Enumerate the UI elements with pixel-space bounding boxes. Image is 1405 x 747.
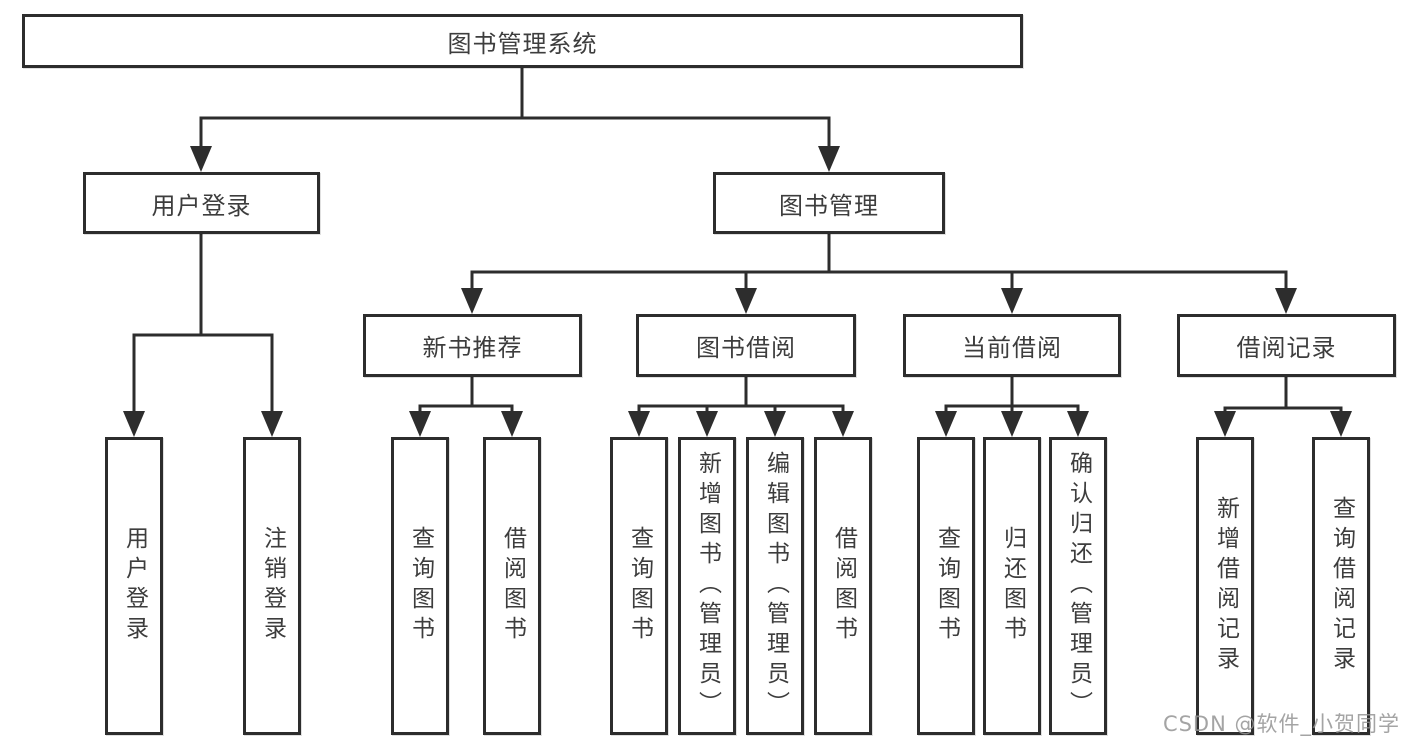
leaf-confirm-return-admin: 确认归还（管理员） — [1049, 437, 1107, 735]
node-label: 图书借阅 — [696, 334, 796, 362]
leaf-query-books: 查询图书 — [917, 437, 975, 735]
leaf-add-borrow-record: 新增借阅记录 — [1196, 437, 1254, 735]
leaf-logout: 注销登录 — [243, 437, 301, 735]
node-label: 归还图书 — [999, 526, 1026, 646]
node-label: 查询借阅记录 — [1328, 496, 1355, 676]
node-label: 新增借阅记录 — [1212, 496, 1239, 676]
leaf-borrow-books: 借阅图书 — [483, 437, 541, 735]
node-label: 图书管理系统 — [447, 29, 598, 58]
leaf-query-books: 查询图书 — [610, 437, 668, 735]
leaf-query-borrow-record: 查询借阅记录 — [1312, 437, 1370, 735]
node-current-borrow: 当前借阅 — [903, 314, 1121, 377]
leaf-borrow-books: 借阅图书 — [814, 437, 872, 735]
watermark: CSDN @软件_小贺同学 — [1162, 712, 1400, 736]
node-label: 注销登录 — [259, 526, 286, 646]
leaf-edit-book-admin: 编辑图书（管理员） — [746, 437, 804, 735]
node-user-login: 用户登录 — [83, 172, 320, 234]
node-label: 借阅图书 — [830, 526, 857, 646]
node-borrow-records: 借阅记录 — [1177, 314, 1396, 377]
node-label: 新增图书（管理员） — [694, 451, 721, 721]
node-new-book-recommend: 新书推荐 — [363, 314, 582, 377]
node-label: 当前借阅 — [962, 334, 1062, 362]
node-label: 查询图书 — [407, 526, 434, 646]
leaf-return-books: 归还图书 — [983, 437, 1041, 735]
node-label: 用户登录 — [121, 526, 148, 646]
arrowhead-icons — [123, 146, 1352, 437]
leaf-user-login: 用户登录 — [105, 437, 163, 735]
node-library-management-system: 图书管理系统 — [22, 14, 1023, 68]
node-book-borrow: 图书借阅 — [636, 314, 856, 377]
leaf-add-book-admin: 新增图书（管理员） — [678, 437, 736, 735]
node-label: 查询图书 — [933, 526, 960, 646]
node-label: 查询图书 — [626, 526, 653, 646]
leaf-query-books: 查询图书 — [391, 437, 449, 735]
node-label: 图书管理 — [779, 191, 879, 220]
node-label: 用户登录 — [151, 191, 252, 220]
node-label: 新书推荐 — [422, 334, 523, 362]
node-label: 编辑图书（管理员） — [762, 451, 789, 721]
node-label: 确认归还（管理员） — [1065, 451, 1092, 721]
node-label: 借阅记录 — [1236, 334, 1337, 362]
node-label: 借阅图书 — [499, 526, 526, 646]
node-book-management: 图书管理 — [713, 172, 945, 234]
